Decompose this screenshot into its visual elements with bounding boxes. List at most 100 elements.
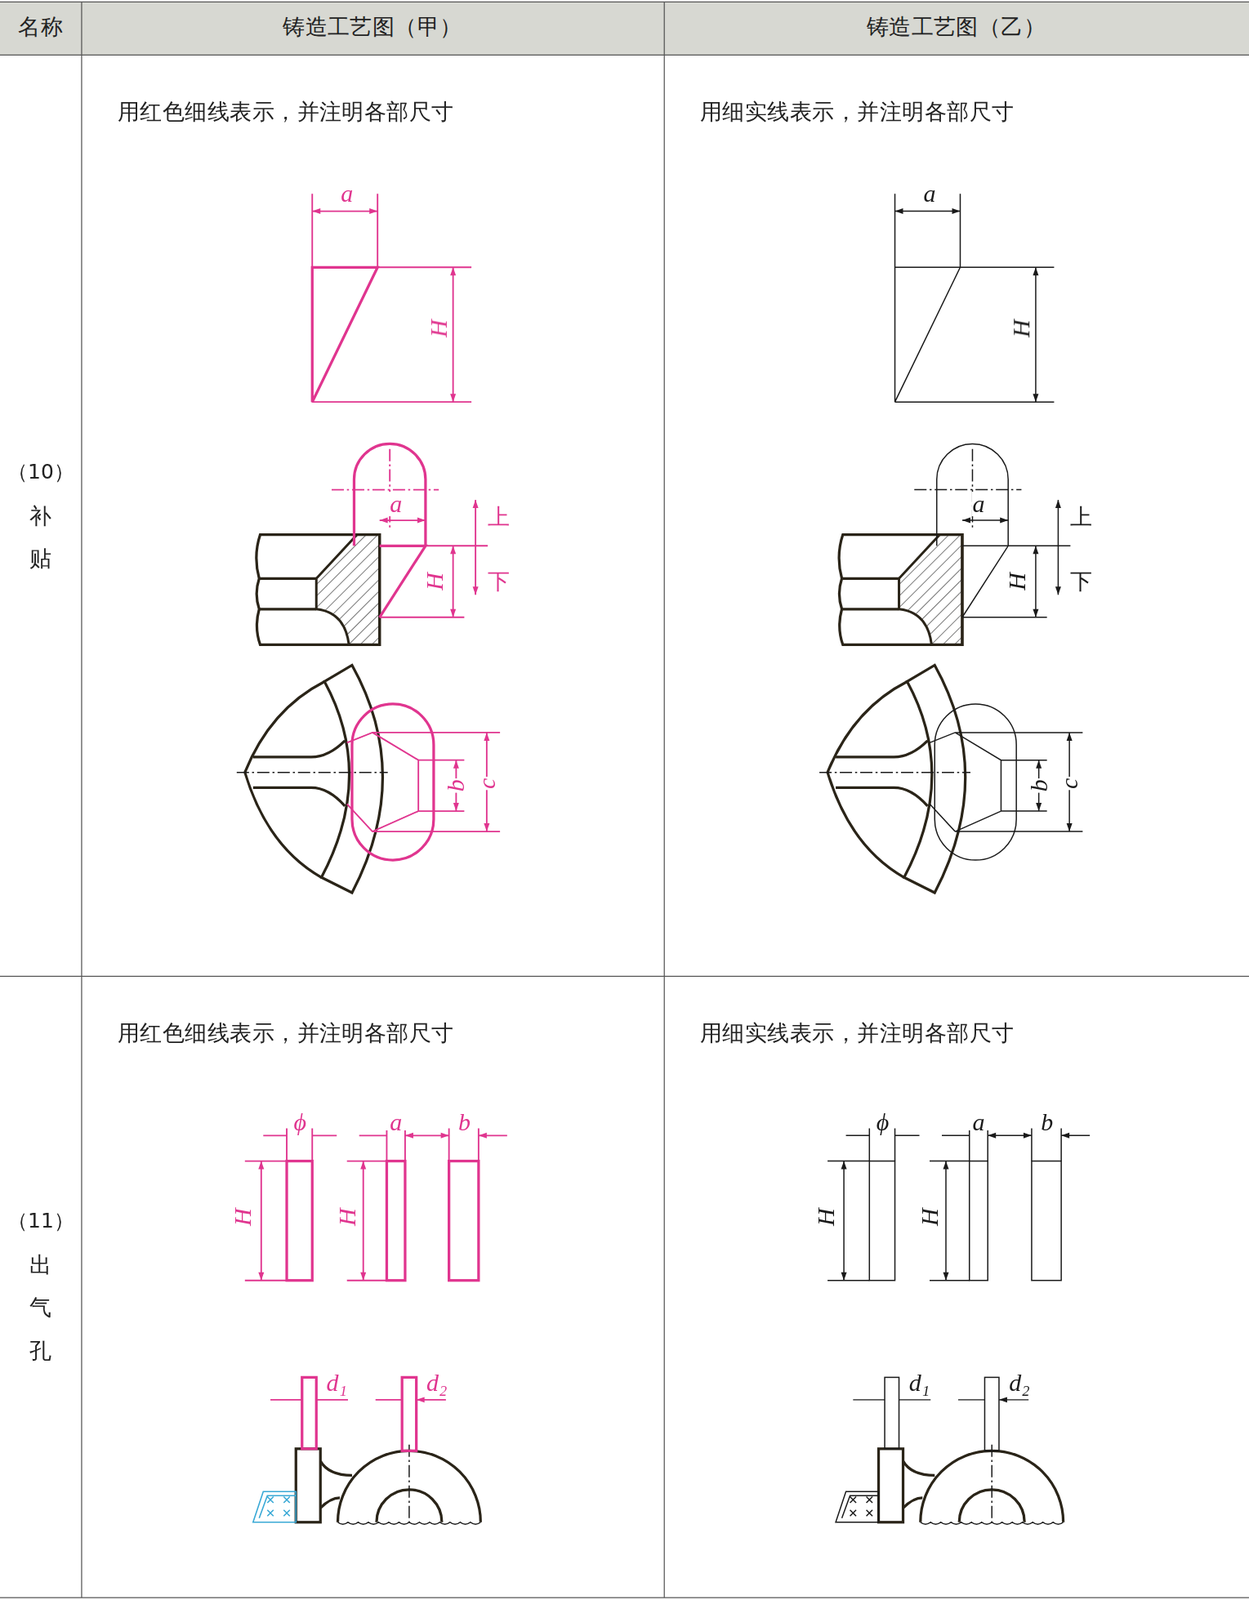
dimension-letter: H bbox=[1004, 571, 1030, 592]
dimension-arrow bbox=[945, 1161, 946, 1281]
center-line bbox=[914, 449, 1022, 531]
direction-label: 下 bbox=[1069, 570, 1094, 593]
direction-arrow bbox=[474, 499, 477, 595]
dimension-letter: a bbox=[339, 181, 354, 206]
pad-outline bbox=[895, 193, 1055, 402]
dimension-arrow bbox=[379, 519, 426, 522]
dimension-letter: H bbox=[422, 571, 447, 592]
dimension-arrow bbox=[362, 1161, 365, 1281]
row-name: 补贴 bbox=[29, 495, 52, 580]
vent-round bbox=[286, 1161, 313, 1281]
extension-line bbox=[827, 1128, 1062, 1281]
header-cell: 铸造工艺图（甲） bbox=[282, 16, 463, 39]
extension-line bbox=[245, 1128, 479, 1281]
direction-label: 上 bbox=[486, 506, 512, 529]
dimension-letter: H bbox=[230, 1207, 255, 1227]
pad-outline bbox=[929, 732, 1083, 832]
dimension-letter: a bbox=[922, 181, 937, 206]
direction-arrow bbox=[1057, 499, 1059, 595]
sand-core bbox=[253, 1491, 296, 1522]
vent-flat bbox=[969, 1161, 988, 1281]
pad-outline bbox=[379, 545, 426, 617]
dimension-letter: H bbox=[813, 1207, 839, 1227]
vent-round bbox=[869, 1161, 895, 1281]
riser-outline bbox=[352, 704, 434, 861]
dimension-arrow bbox=[846, 1135, 1091, 1137]
center-line bbox=[331, 449, 439, 531]
dimension-letter: ϕ bbox=[875, 1110, 891, 1135]
vent-pipe bbox=[302, 1377, 317, 1449]
dimension-letter: H bbox=[334, 1207, 360, 1227]
arch-casting bbox=[295, 1445, 481, 1525]
dimension-arrow bbox=[452, 545, 455, 617]
dimension-arrow bbox=[260, 1161, 263, 1281]
dimension-arrow bbox=[843, 1161, 844, 1281]
dimension-letter: d₂ bbox=[425, 1370, 449, 1396]
dimension-letter: d₂ bbox=[1008, 1370, 1031, 1396]
vent-pipe bbox=[401, 1377, 416, 1451]
direction-label: 下 bbox=[486, 570, 512, 593]
dimension-arrow bbox=[987, 1135, 1032, 1137]
dimension-letter: a bbox=[971, 1110, 986, 1135]
riser-outline bbox=[934, 704, 1017, 861]
dimension-arrow bbox=[452, 267, 455, 402]
dimension-letter: b bbox=[443, 778, 469, 793]
dimension-letter: d₁ bbox=[908, 1370, 932, 1396]
pad-outline bbox=[347, 732, 500, 832]
dimension-letter: H bbox=[917, 1207, 942, 1227]
instruction-note: 用红色细线表示，并注明各部尺寸 bbox=[117, 1022, 455, 1045]
boss-section bbox=[838, 535, 963, 646]
dimension-arrow bbox=[962, 519, 1009, 521]
figure-jia bbox=[236, 193, 508, 1525]
instruction-note: 用细实线表示，并注明各部尺寸 bbox=[700, 101, 1015, 124]
dimension-letter: c bbox=[1057, 776, 1082, 790]
dimension-arrow bbox=[270, 1399, 447, 1401]
dimension-letter: a bbox=[388, 1110, 403, 1135]
row-number: （11） bbox=[7, 1210, 75, 1232]
dimension-arrow bbox=[1034, 267, 1036, 402]
vent-rect bbox=[1031, 1161, 1062, 1281]
dimension-arrow bbox=[852, 1399, 1029, 1401]
instruction-note: 用细实线表示，并注明各部尺寸 bbox=[700, 1022, 1015, 1045]
vent-flat bbox=[386, 1161, 405, 1281]
row-number: （10） bbox=[7, 461, 75, 482]
dimension-letter: c bbox=[474, 776, 500, 790]
dimension-arrow bbox=[405, 1134, 450, 1137]
dimension-letter: ϕ bbox=[292, 1110, 308, 1135]
instruction-note: 用红色细线表示，并注明各部尺寸 bbox=[117, 101, 455, 124]
sand-core bbox=[835, 1491, 879, 1522]
dimension-letter: H bbox=[426, 318, 451, 339]
dimension-letter: b bbox=[1039, 1110, 1054, 1135]
dimension-letter: H bbox=[1008, 318, 1034, 339]
row-name: 出气孔 bbox=[29, 1244, 52, 1373]
table-rule bbox=[0, 1, 1249, 3]
arch-casting bbox=[878, 1445, 1064, 1525]
direction-label: 上 bbox=[1069, 506, 1094, 529]
dimension-arrow bbox=[895, 210, 961, 212]
wheel-segment bbox=[819, 664, 971, 893]
vent-pipe bbox=[884, 1377, 899, 1449]
dimension-arrow bbox=[1034, 545, 1036, 617]
extension-line bbox=[379, 545, 488, 617]
dimension-arrow bbox=[312, 210, 378, 213]
pad-outline bbox=[962, 545, 1071, 617]
figure-yi bbox=[819, 193, 1090, 1525]
wheel-segment bbox=[236, 664, 389, 893]
header-cell: 名称 bbox=[17, 16, 63, 39]
dimension-letter: a bbox=[388, 491, 403, 517]
header-cell: 铸造工艺图（乙） bbox=[866, 16, 1047, 39]
dimension-letter: d₁ bbox=[325, 1370, 348, 1396]
pad-triangle bbox=[312, 267, 378, 402]
vent-rect bbox=[449, 1161, 479, 1281]
dimension-arrow bbox=[263, 1134, 508, 1137]
dimension-letter: b bbox=[457, 1110, 472, 1135]
dimension-letter: b bbox=[1026, 778, 1052, 793]
boss-section bbox=[256, 535, 380, 646]
extension-line bbox=[312, 193, 472, 402]
vent-pipe bbox=[984, 1377, 999, 1451]
